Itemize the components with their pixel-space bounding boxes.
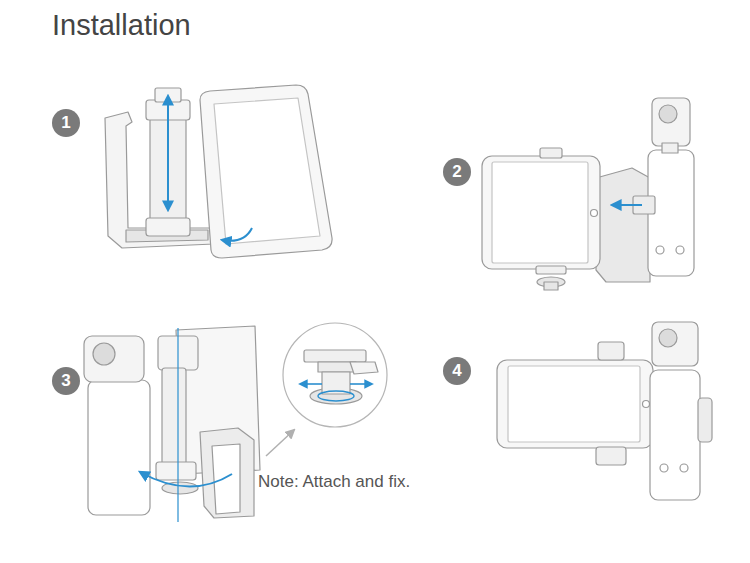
callout-number: 1 [52,109,80,137]
step-number: 2 [443,158,471,186]
callout-number: 3 [52,367,80,395]
callout-number: 2 [443,158,471,186]
callout-number: 4 [443,357,471,385]
note-label: Note: Attach and fix. [256,472,412,492]
title: Installation [52,9,191,42]
step-number: 1 [52,109,80,137]
step-number: 3 [52,367,80,395]
step-number: 4 [443,357,471,385]
